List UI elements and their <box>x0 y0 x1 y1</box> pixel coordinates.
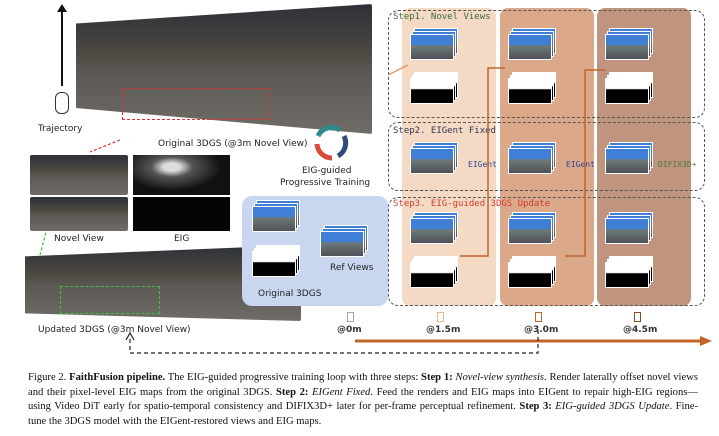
step2-label: Step2. EIGent Fixed <box>393 126 496 136</box>
caption-text-2: . Render laterally offset novel views an… <box>28 372 698 398</box>
original-rgb-stack <box>252 200 302 232</box>
trajectory-arrowhead <box>57 4 67 12</box>
refiner-label-2: EIGent <box>566 160 595 169</box>
rgb-view-stack-c3-r4 <box>605 212 655 244</box>
trajectory-label: Trajectory <box>38 124 83 134</box>
eig-map-stack-c3-r5 <box>605 256 655 288</box>
eig-map-stack-c2-r2 <box>508 72 558 104</box>
caption-step2-name: EIGent Fixed <box>308 386 371 398</box>
step1-label: Step1. Novel Views <box>393 12 491 22</box>
caption-text-3: . Feed the renders and EIG maps into EIG… <box>28 386 698 413</box>
eig-label: EIG <box>174 234 190 244</box>
novel-view-label: Novel View <box>54 234 104 244</box>
rgb-view-stack-c3-r3 <box>605 142 655 174</box>
bottle-icon-3-0m <box>535 312 542 322</box>
bottle-icon-0m <box>347 312 354 322</box>
eig-map-stack-c1-r2 <box>410 72 460 104</box>
caption-step3: Step 3: <box>519 401 552 413</box>
original-3dgs-panel-label: Original 3DGS <box>258 289 322 299</box>
eig-map-stack-c3-r2 <box>605 72 655 104</box>
ref-views-label: Ref Views <box>330 263 374 273</box>
timeline-0m: @0m <box>337 325 362 335</box>
timeline-4-5m: @4.5m <box>623 325 658 335</box>
rgb-view-stack-c1-r3 <box>410 142 460 174</box>
bottle-icon-4-5m <box>634 312 641 322</box>
caption-text-4: . Fine-tune the 3DGS model with the EIGe… <box>28 401 698 427</box>
refiner-label-3: DIFIX3D+ <box>658 160 697 169</box>
caption-step1: Step 1: <box>421 372 453 383</box>
updated-highlight-box <box>60 286 160 314</box>
updated-3dgs-label: Updated 3DGS (@3m Novel View) <box>38 325 191 335</box>
loop-label-1: EIG-guided <box>302 166 352 176</box>
caption-step3-name: EIG-guided 3DGS Update <box>551 401 670 413</box>
step2-box <box>388 122 705 191</box>
timeline-1-5m: @1.5m <box>426 325 461 335</box>
rgb-view-stack-c3-r1 <box>605 28 655 60</box>
eig-map-stack-c2-r5 <box>508 256 558 288</box>
eig-crop-1 <box>133 155 230 195</box>
car-icon <box>55 92 69 114</box>
caption-fig: Figure 2. <box>28 372 67 383</box>
caption-step1-name: Novel-view synthesis <box>452 372 545 383</box>
novel-view-crop-1 <box>30 155 128 195</box>
figure-caption: Figure 2. FaithFusion pipeline. The EIG-… <box>28 371 698 429</box>
rgb-view-stack-c2-r4 <box>508 212 558 244</box>
rgb-view-stack-c1-r4 <box>410 212 460 244</box>
eig-crop-2 <box>133 197 230 231</box>
eig-map-stack-c1-r5 <box>410 256 460 288</box>
cycle-icon <box>314 124 349 161</box>
trajectory-arrow <box>61 8 63 86</box>
step1-box <box>388 10 705 118</box>
novel-view-crop-2 <box>30 197 128 231</box>
rgb-view-stack-c2-r1 <box>508 28 558 60</box>
step3-label: Step3. EIG-guided 3DGS Update <box>393 199 551 209</box>
timeline-3-0m: @3.0m <box>524 325 559 335</box>
rgb-view-stack-c2-r3 <box>508 142 558 174</box>
rgb-view-stack-c1-r1 <box>410 28 460 60</box>
bottle-icon-1-5m <box>437 312 444 322</box>
refiner-label-1: EIGent <box>468 160 497 169</box>
caption-title: FaithFusion pipeline. <box>69 372 166 383</box>
caption-text-1: The EIG-guided progressive training loop… <box>165 372 422 383</box>
ref-views-stack <box>320 225 370 257</box>
original-3dgs-label: Original 3DGS (@3m Novel View) <box>158 139 308 149</box>
step3-box <box>388 197 705 306</box>
loop-label-2: Progressive Training <box>280 178 371 188</box>
highlight-region-box <box>122 88 270 120</box>
caption-step2: Step 2: <box>276 386 309 398</box>
original-eig-stack <box>252 245 302 277</box>
